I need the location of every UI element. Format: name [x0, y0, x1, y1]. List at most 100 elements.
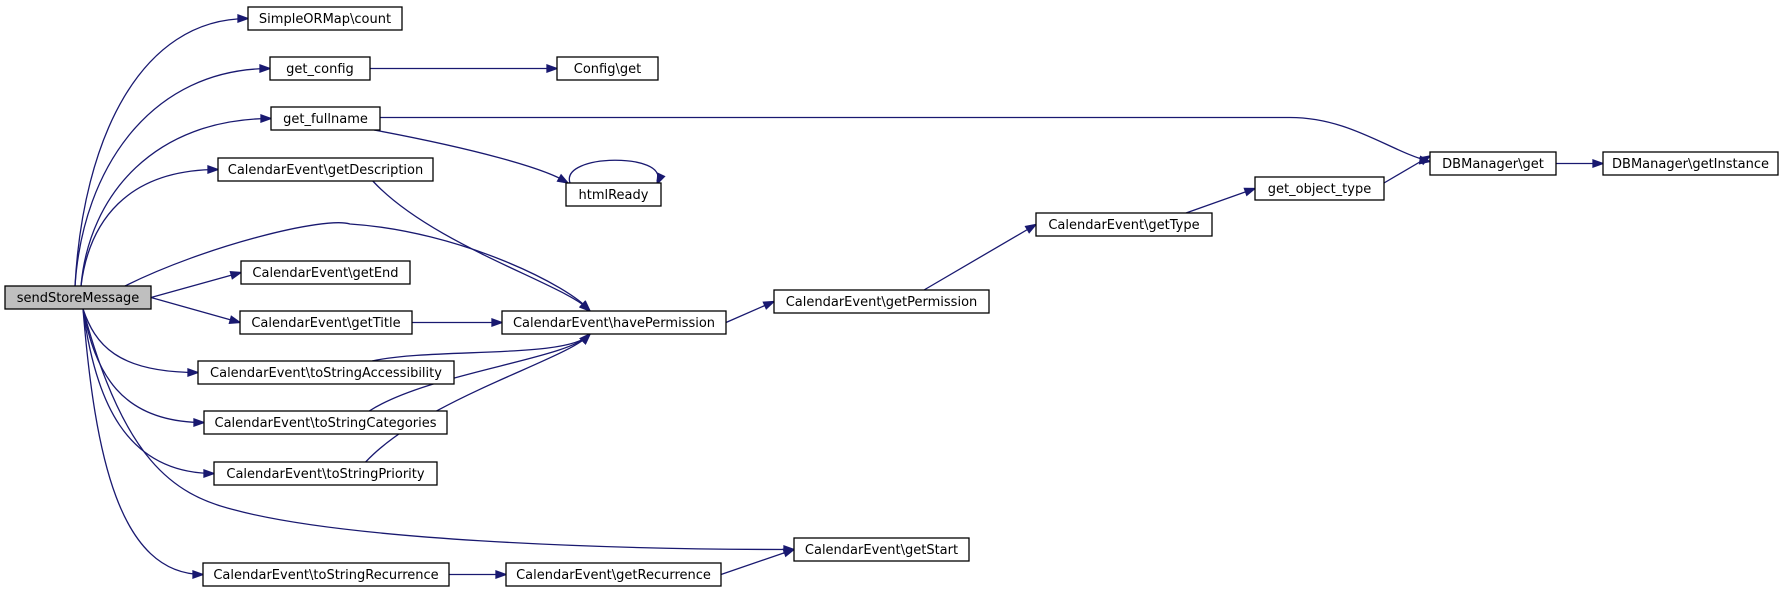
node-get-recurrence[interactable]: CalendarEvent\getRecurrence: [505, 562, 722, 587]
node-box[interactable]: [1035, 212, 1213, 237]
node-label: CalendarEvent\getDescription: [228, 163, 423, 178]
node-send-store-message[interactable]: sendStoreMessage: [4, 285, 152, 310]
edge-html-ready-to-html-ready: [568, 159, 666, 186]
node-html-ready[interactable]: htmlReady: [565, 182, 662, 207]
node-box[interactable]: [1254, 176, 1385, 201]
edge-send-store-message-to-get-description: [80, 164, 220, 287]
node-box[interactable]: [565, 182, 662, 207]
node-box[interactable]: [197, 360, 455, 385]
edge-line: [380, 116, 1431, 163]
node-dbm-get[interactable]: DBManager\get: [1429, 151, 1557, 176]
node-box[interactable]: [505, 562, 722, 587]
edge-line: [82, 308, 204, 576]
node-box[interactable]: [213, 461, 438, 486]
edge-line: [371, 333, 591, 362]
node-box[interactable]: [247, 6, 403, 31]
arrowhead: [546, 63, 559, 74]
edge-get-fullname-to-dbm-get: [380, 116, 1432, 165]
node-get-object-type[interactable]: get_object_type: [1254, 176, 1385, 201]
edge-send-store-message-to-to-string-accessibility: [82, 308, 200, 378]
node-box[interactable]: [240, 260, 411, 285]
node-box[interactable]: [203, 410, 448, 435]
node-box[interactable]: [1602, 151, 1779, 176]
node-have-permission[interactable]: CalendarEvent\havePermission: [501, 310, 727, 335]
arrowhead: [495, 569, 508, 580]
node-to-string-categories[interactable]: CalendarEvent\toStringCategories: [203, 410, 448, 435]
node-label: CalendarEvent\getType: [1048, 218, 1199, 233]
node-to-string-recurrence[interactable]: CalendarEvent\toStringRecurrence: [202, 562, 450, 587]
node-box[interactable]: [556, 56, 659, 81]
arrowhead: [1243, 187, 1257, 197]
node-label: CalendarEvent\getPermission: [786, 295, 978, 310]
node-label: CalendarEvent\getStart: [805, 543, 958, 558]
arrowhead: [1592, 158, 1605, 169]
node-box[interactable]: [793, 537, 970, 562]
node-label: DBManager\getInstance: [1612, 157, 1769, 172]
arrowhead: [1024, 223, 1038, 234]
edge-line: [74, 67, 271, 287]
node-get-end[interactable]: CalendarEvent\getEnd: [240, 260, 411, 285]
arrowhead: [228, 315, 242, 324]
edge-to-string-priority-to-have-permission: [365, 332, 592, 463]
node-box[interactable]: [501, 310, 727, 335]
node-get-type[interactable]: CalendarEvent\getType: [1035, 212, 1213, 237]
node-box[interactable]: [4, 285, 152, 310]
node-count[interactable]: SimpleORMap\count: [247, 6, 403, 31]
arrowhead: [187, 367, 200, 378]
node-dbm-get-instance[interactable]: DBManager\getInstance: [1602, 151, 1779, 176]
node-label: CalendarEvent\getRecurrence: [516, 568, 711, 583]
edge-line: [80, 117, 272, 287]
node-get-config[interactable]: get_config: [269, 56, 371, 81]
edge-line: [82, 308, 215, 475]
edge-get-type-to-get-object-type: [1185, 187, 1257, 214]
node-box[interactable]: [270, 106, 381, 131]
arrowhead: [192, 569, 205, 580]
node-label: CalendarEvent\getEnd: [252, 266, 398, 281]
arrowhead: [556, 173, 570, 184]
node-box[interactable]: [202, 562, 450, 587]
node-label: SimpleORMap\count: [259, 12, 391, 27]
edge-line: [82, 308, 795, 551]
edge-line: [80, 168, 219, 287]
edge-line: [373, 129, 569, 184]
edge-send-store-message-to-to-string-recurrence: [82, 308, 205, 580]
edge-to-string-accessibility-to-have-permission: [371, 332, 592, 362]
node-box[interactable]: [239, 310, 413, 335]
arrowhead: [260, 113, 273, 124]
arrowhead: [491, 317, 504, 328]
node-box[interactable]: [773, 289, 990, 314]
node-get-description[interactable]: CalendarEvent\getDescription: [217, 157, 434, 182]
edge-line: [1185, 187, 1256, 214]
node-to-string-priority[interactable]: CalendarEvent\toStringPriority: [213, 461, 438, 486]
node-box[interactable]: [1429, 151, 1557, 176]
node-get-start[interactable]: CalendarEvent\getStart: [793, 537, 970, 562]
edge-line: [720, 548, 795, 576]
edge-line: [74, 17, 249, 287]
edge-send-store-message-to-get-end: [150, 270, 243, 299]
arrowhead: [203, 468, 216, 479]
arrowhead: [782, 548, 796, 558]
edge-send-store-message-to-get-config: [74, 63, 272, 287]
node-to-string-accessibility[interactable]: CalendarEvent\toStringAccessibility: [197, 360, 455, 385]
edge-send-store-message-to-get-title: [150, 296, 242, 324]
edge-get-title-to-have-permission: [412, 317, 504, 328]
arrowhead: [656, 172, 666, 186]
edge-get-description-to-have-permission: [372, 180, 592, 313]
edge-to-string-recurrence-to-get-recurrence: [449, 569, 508, 580]
node-label: sendStoreMessage: [17, 291, 140, 306]
edge-send-store-message-to-to-string-priority: [82, 308, 216, 479]
arrowhead: [1418, 155, 1432, 166]
arrowhead: [579, 332, 592, 345]
node-get-title[interactable]: CalendarEvent\getTitle: [239, 310, 413, 335]
node-label: get_config: [286, 62, 354, 77]
node-box[interactable]: [269, 56, 371, 81]
node-config-get[interactable]: Config\get: [556, 56, 659, 81]
node-get-permission[interactable]: CalendarEvent\getPermission: [773, 289, 990, 314]
node-get-fullname[interactable]: get_fullname: [270, 106, 381, 131]
node-box[interactable]: [217, 157, 434, 182]
edge-line: [372, 180, 591, 312]
node-label: CalendarEvent\toStringAccessibility: [210, 366, 442, 381]
edge-line: [365, 333, 591, 463]
arrowhead: [579, 300, 592, 313]
